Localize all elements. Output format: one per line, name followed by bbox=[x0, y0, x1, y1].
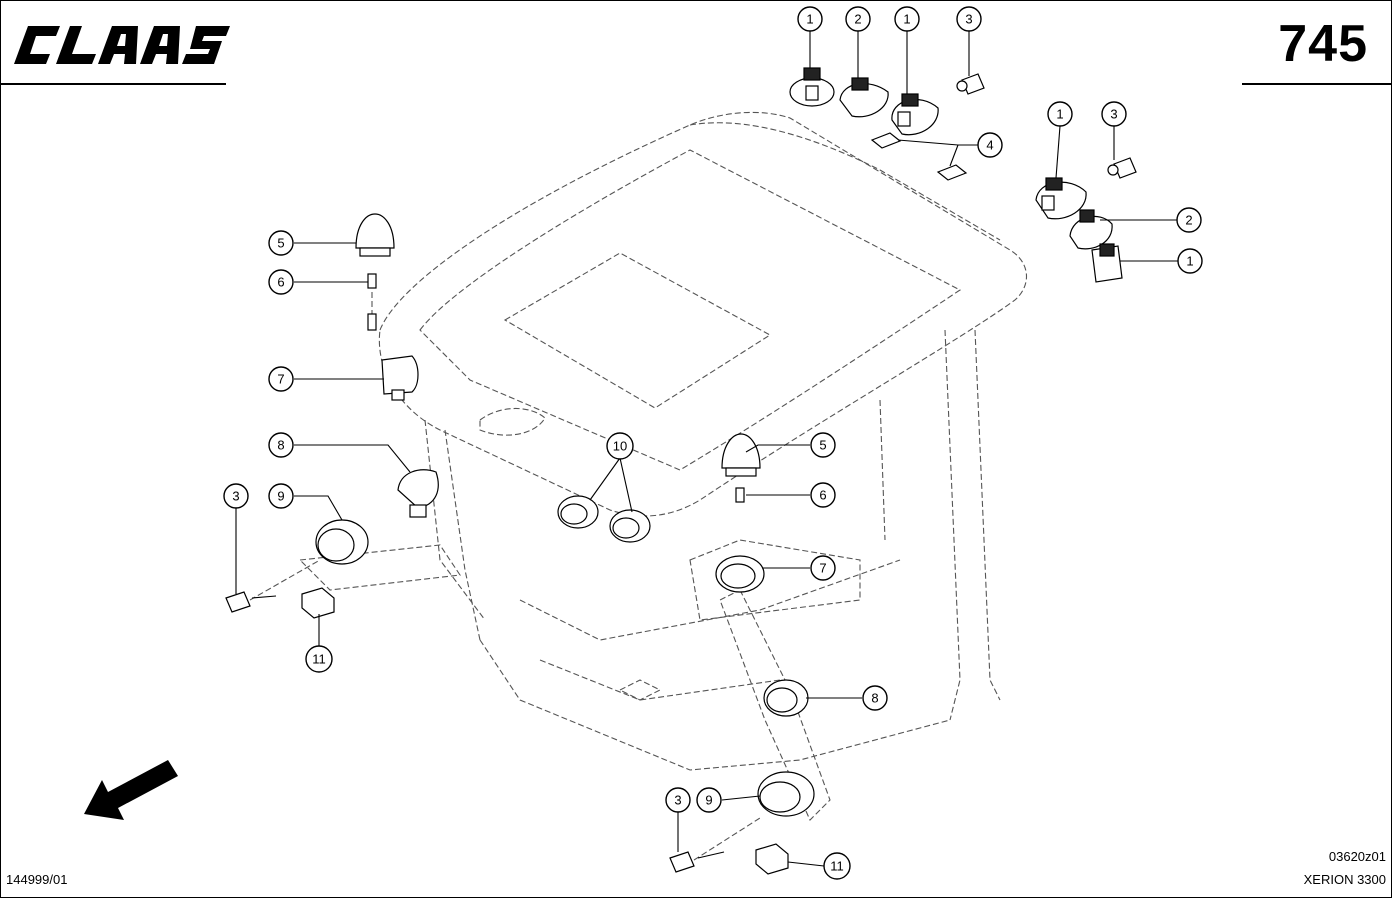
callout-mid-6: 6 bbox=[810, 482, 836, 508]
lamp-mid-8 bbox=[763, 679, 809, 717]
callout-mid-7: 7 bbox=[810, 555, 836, 581]
svg-text:3: 3 bbox=[232, 489, 239, 504]
svg-text:3: 3 bbox=[965, 12, 972, 27]
bracket-left bbox=[367, 292, 377, 331]
callout-bot-3: 3 bbox=[665, 787, 691, 813]
svg-text:1: 1 bbox=[903, 12, 910, 27]
header-rule-right bbox=[1242, 83, 1392, 85]
svg-text:7: 7 bbox=[277, 372, 284, 387]
beacon-left-5 bbox=[355, 213, 395, 257]
doc-number: 144999/01 bbox=[6, 872, 68, 887]
lamp-mid-10b bbox=[609, 509, 651, 543]
lamp-left-8 bbox=[397, 469, 439, 518]
callout-top-1a: 1 bbox=[797, 6, 823, 32]
bulb-left-6 bbox=[367, 273, 377, 289]
lamp-top-2 bbox=[839, 77, 889, 118]
callout-mid-5: 5 bbox=[810, 432, 836, 458]
drawing-code: 03620z01 bbox=[1328, 849, 1386, 864]
svg-text:3: 3 bbox=[1110, 107, 1117, 122]
svg-text:8: 8 bbox=[871, 691, 878, 706]
lamp-mid-7 bbox=[715, 555, 765, 593]
svg-text:6: 6 bbox=[277, 275, 284, 290]
lamp-right-2 bbox=[1069, 209, 1113, 250]
lamp-left-7 bbox=[381, 355, 419, 401]
svg-text:1: 1 bbox=[806, 12, 813, 27]
lamp-right-1b bbox=[1091, 243, 1123, 283]
leader-lines bbox=[235, 31, 1178, 867]
lamp-bot-9 bbox=[757, 771, 815, 817]
lamp-left-9 bbox=[315, 519, 369, 565]
callout-left-11: 11 bbox=[305, 645, 333, 673]
callout-mid-10: 10 bbox=[606, 432, 634, 460]
svg-text:8: 8 bbox=[277, 438, 284, 453]
svg-text:11: 11 bbox=[312, 652, 326, 667]
svg-text:9: 9 bbox=[705, 793, 712, 808]
svg-text:3: 3 bbox=[674, 793, 681, 808]
lamp-right-1a bbox=[1035, 177, 1087, 220]
callout-left-6: 6 bbox=[268, 269, 294, 295]
callout-right-2: 2 bbox=[1176, 207, 1202, 233]
relay-bot-11 bbox=[755, 843, 789, 875]
callout-left-5: 5 bbox=[268, 230, 294, 256]
cab-outline bbox=[298, 111, 1028, 821]
header-rule-left bbox=[0, 83, 226, 85]
callout-left-3: 3 bbox=[223, 483, 249, 509]
beacon-mid-5 bbox=[721, 433, 761, 477]
bulb-left-3 bbox=[225, 559, 321, 613]
bulb-top-3 bbox=[956, 73, 985, 95]
bulb-mid-6 bbox=[735, 487, 745, 503]
callout-right-1a: 1 bbox=[1047, 101, 1073, 127]
callout-left-8: 8 bbox=[268, 432, 294, 458]
lamp-top-1a bbox=[789, 67, 835, 107]
callout-right-1b: 1 bbox=[1177, 248, 1203, 274]
callout-left-9: 9 bbox=[268, 483, 294, 509]
page-number: 745 bbox=[1278, 15, 1368, 73]
svg-text:1: 1 bbox=[1186, 254, 1193, 269]
svg-text:11: 11 bbox=[830, 859, 844, 874]
lamp-top-1b bbox=[891, 93, 939, 136]
svg-text:6: 6 bbox=[819, 488, 826, 503]
svg-text:9: 9 bbox=[277, 489, 284, 504]
model-name: XERION 3300 bbox=[1303, 872, 1386, 887]
svg-text:7: 7 bbox=[819, 561, 826, 576]
callout-top-3: 3 bbox=[956, 6, 982, 32]
callout-mid-8: 8 bbox=[862, 685, 888, 711]
lamp-mid-10a bbox=[557, 495, 599, 529]
svg-text:1: 1 bbox=[1056, 107, 1063, 122]
svg-text:4: 4 bbox=[986, 138, 993, 153]
svg-text:2: 2 bbox=[1185, 213, 1192, 228]
callout-top-2: 2 bbox=[845, 6, 871, 32]
direction-arrow bbox=[84, 760, 178, 820]
claas-logo bbox=[14, 22, 234, 73]
callout-bot-11: 11 bbox=[823, 852, 851, 880]
bulb-right-3 bbox=[1107, 157, 1137, 179]
callout-top-4: 4 bbox=[977, 132, 1003, 158]
svg-text:2: 2 bbox=[854, 12, 861, 27]
svg-text:5: 5 bbox=[277, 236, 284, 251]
relay-left-11 bbox=[301, 587, 335, 619]
clip-top-4a bbox=[870, 132, 902, 149]
callout-left-7: 7 bbox=[268, 366, 294, 392]
svg-text:5: 5 bbox=[819, 438, 826, 453]
callout-top-1b: 1 bbox=[894, 6, 920, 32]
callout-bot-9: 9 bbox=[696, 787, 722, 813]
callout-right-3: 3 bbox=[1101, 101, 1127, 127]
clip-top-4b bbox=[936, 164, 968, 181]
svg-text:10: 10 bbox=[613, 439, 627, 454]
bulb-bot-3 bbox=[669, 817, 761, 873]
